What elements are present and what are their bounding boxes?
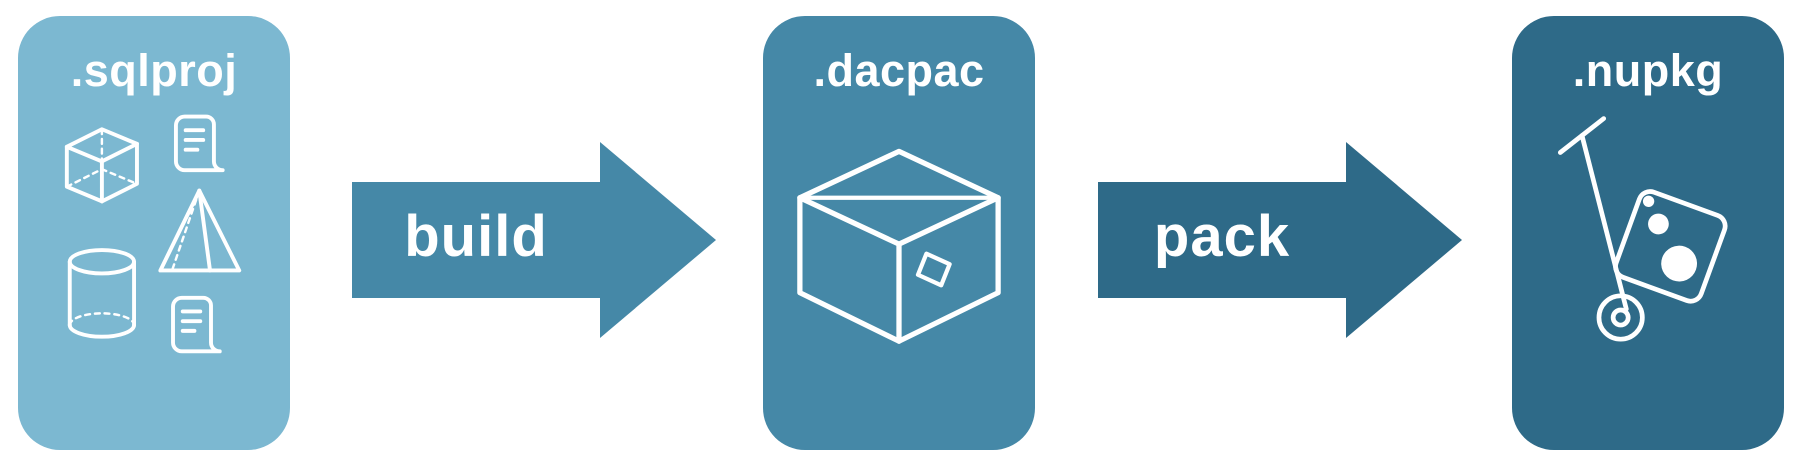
hand-truck-nuget-icon [1557, 116, 1728, 342]
build-arrow-body: build [352, 182, 600, 298]
script-scroll-icon [170, 295, 222, 354]
build-arrowhead-icon [600, 142, 716, 338]
pack-arrowhead-icon [1346, 142, 1462, 338]
node-nupkg-label: .nupkg [1572, 45, 1724, 96]
cube-icon [64, 127, 139, 204]
cylinder-icon [67, 248, 136, 339]
package-box-icon [797, 148, 1001, 344]
pyramid-icon [157, 188, 241, 273]
pack-arrow-label: pack [1153, 204, 1291, 269]
nuget-logo-icon [1642, 195, 1698, 282]
script-scroll-icon [173, 114, 225, 173]
build-arrow-label: build [404, 204, 548, 269]
node-sqlproj: .sqlproj [18, 16, 290, 450]
node-sqlproj-label: .sqlproj [70, 45, 238, 96]
box-label-icon [915, 251, 952, 288]
sql-objects-icon [64, 114, 241, 354]
build-arrow: build [352, 142, 716, 338]
node-dacpac-label: .dacpac [813, 45, 985, 96]
nuget-package-icon [1613, 189, 1728, 304]
pack-arrow-body: pack [1098, 182, 1346, 298]
node-dacpac: .dacpac [763, 16, 1035, 450]
pack-arrow: pack [1098, 142, 1462, 338]
node-nupkg: .nupkg [1512, 16, 1784, 450]
hand-truck-icon [1557, 116, 1645, 342]
